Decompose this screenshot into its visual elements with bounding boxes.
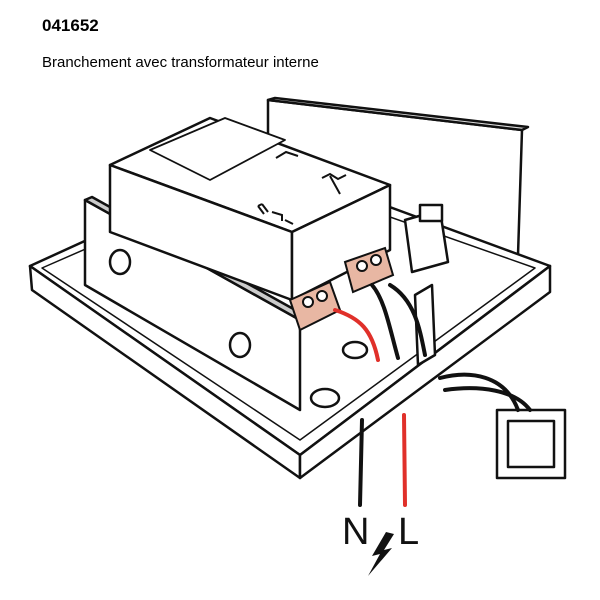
- switch-cable-1: [438, 372, 520, 412]
- switch-cable-2: [443, 386, 532, 412]
- product-code: 041652: [42, 16, 99, 35]
- neutral-label: N: [342, 511, 369, 553]
- internal-live-wire: [333, 308, 380, 362]
- diagram-subtitle: Branchement avec transformateur interne: [42, 54, 319, 71]
- neutral-wire: [358, 418, 364, 507]
- live-label: L: [398, 511, 419, 553]
- live-wire: [402, 413, 407, 507]
- lightning-icon: [368, 532, 394, 576]
